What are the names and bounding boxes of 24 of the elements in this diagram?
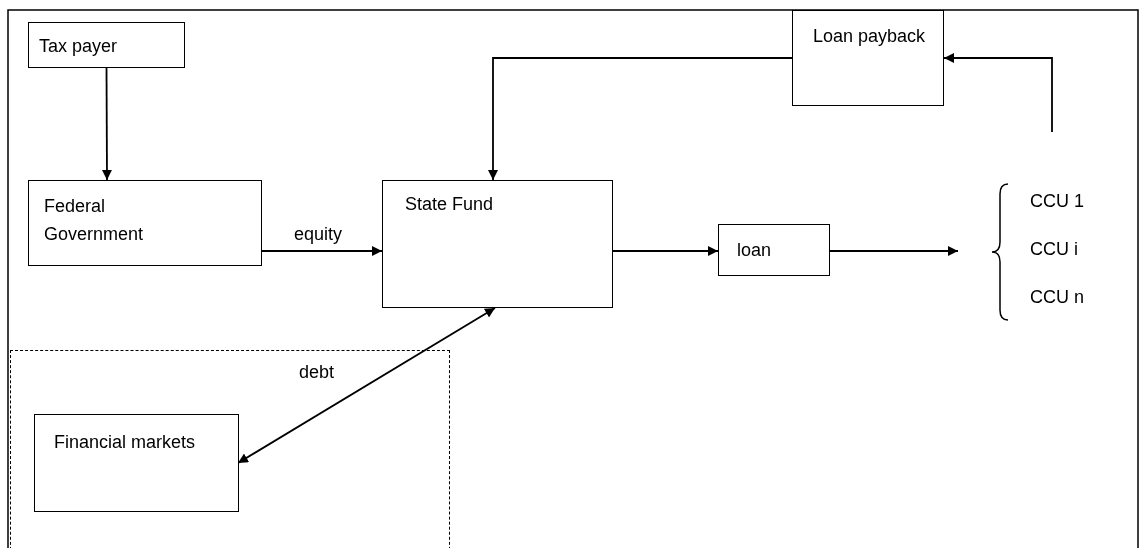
box-label: State Fund bbox=[405, 193, 495, 216]
process-box bbox=[382, 180, 613, 308]
process-box bbox=[718, 224, 830, 276]
arrow bbox=[488, 57, 793, 181]
box-label: Tax payer bbox=[39, 35, 119, 58]
unit-label: CCU n bbox=[1030, 286, 1084, 309]
dashed-group-box bbox=[10, 350, 450, 548]
unit-label: CCU 1 bbox=[1030, 190, 1084, 213]
box-label: loan bbox=[737, 239, 773, 262]
process-box bbox=[28, 22, 185, 68]
arrow bbox=[943, 53, 1053, 133]
arrow bbox=[261, 246, 383, 256]
process-box bbox=[792, 10, 944, 106]
process-box bbox=[34, 414, 239, 512]
box-label: Financial markets bbox=[54, 431, 197, 454]
arrow bbox=[101, 67, 112, 181]
arrow bbox=[237, 307, 496, 464]
arrow bbox=[829, 246, 959, 256]
box-label: Federal Government bbox=[44, 195, 145, 246]
edge-label: equity bbox=[292, 224, 345, 246]
unit-label: CCU i bbox=[1030, 238, 1078, 261]
process-box bbox=[28, 180, 262, 266]
arrow bbox=[612, 246, 719, 256]
box-label: Loan payback bbox=[813, 25, 927, 48]
